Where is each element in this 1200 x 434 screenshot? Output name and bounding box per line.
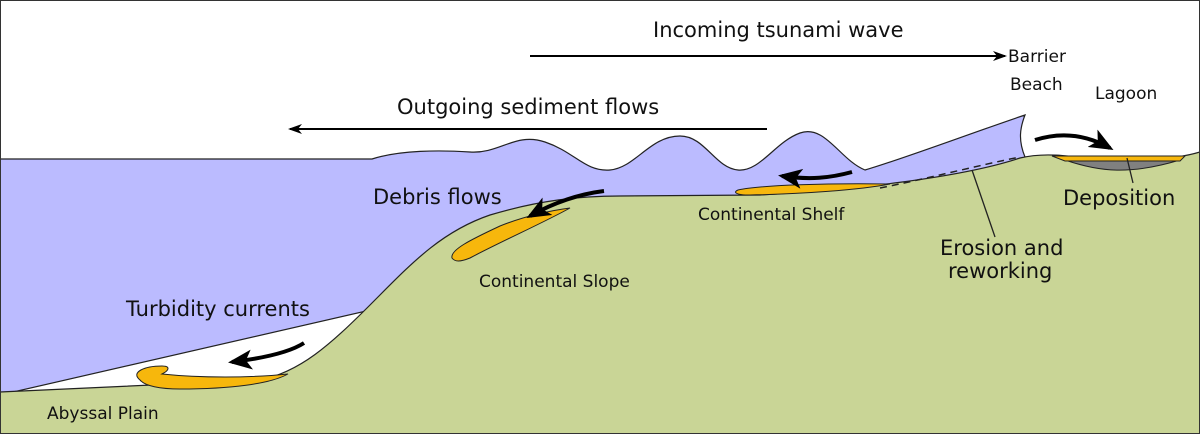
barrier-label-line1: Barrier: [1008, 47, 1066, 67]
deposition-label: Deposition: [1063, 186, 1175, 210]
deposition-leader-line: [1126, 157, 1134, 184]
continental-slope-label: Continental Slope: [479, 272, 630, 292]
continental-shelf-label: Continental Shelf: [698, 205, 845, 225]
turbidity-currents-label: Turbidity currents: [125, 297, 310, 321]
abyssal-plain-label: Abyssal Plain: [47, 404, 159, 424]
erosion-label-line1: Erosion and: [940, 236, 1063, 260]
debris-flow-arrow: [526, 189, 605, 218]
debris-flows-label: Debris flows: [373, 185, 502, 209]
lagoon-label: Lagoon: [1095, 84, 1157, 104]
slope-sediment: [451, 207, 571, 262]
outgoing-flows-label: Outgoing sediment flows: [397, 95, 659, 119]
erosion-label-line2: reworking: [948, 259, 1052, 283]
incoming-wave-label: Incoming tsunami wave: [653, 18, 904, 42]
erosion-leader-line: [971, 169, 996, 238]
shelf-flow-arrow: [778, 168, 853, 189]
lagoon-deposit-sediment: [1051, 155, 1187, 162]
overwash-arrow: [1034, 129, 1114, 150]
erosion-surface-line: [879, 156, 1021, 189]
turbidity-arrow: [228, 341, 306, 370]
abyssal-sediment: [136, 365, 289, 390]
barrier-label-line2: Beach: [1010, 75, 1063, 95]
